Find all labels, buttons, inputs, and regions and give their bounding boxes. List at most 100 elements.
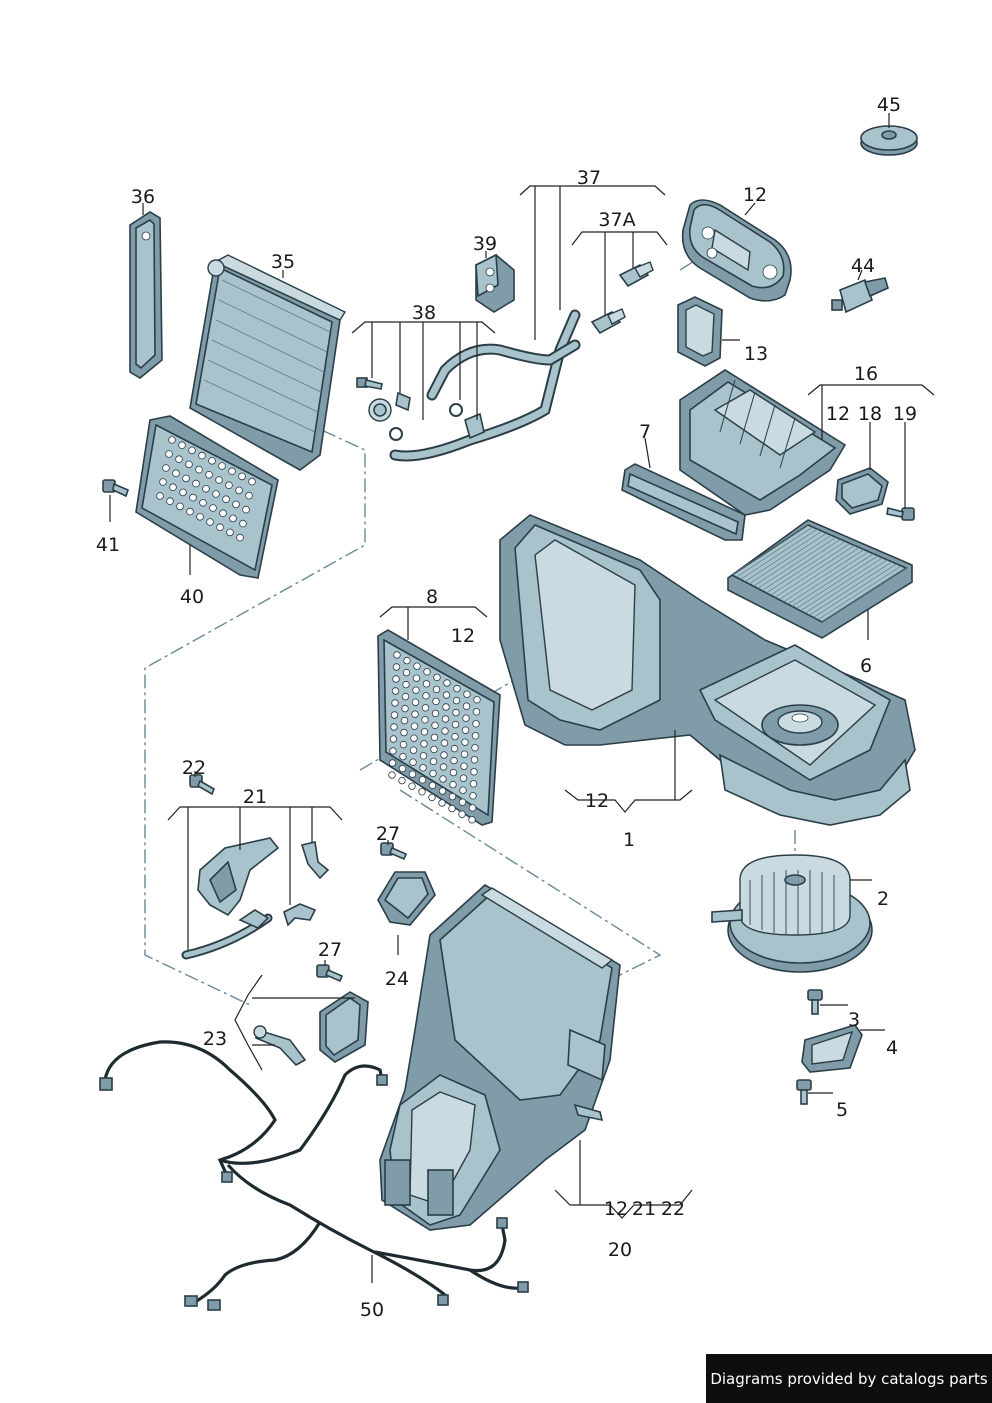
part-39-clip[interactable] [475, 253, 515, 313]
grille-hole [472, 720, 480, 728]
part-7-seal[interactable] [621, 463, 746, 541]
part-24-actuator[interactable] [377, 871, 436, 926]
grille-hole [443, 679, 451, 687]
part-19-screw[interactable] [886, 507, 915, 521]
callout-labels: 45 37 12 36 35 37A 39 44 38 13 16 12 18 … [96, 94, 917, 1321]
label-12: 12 [743, 184, 767, 206]
grille-hole [418, 776, 427, 784]
label-16: 16 [854, 363, 878, 385]
part-40-cover-plate[interactable] [135, 415, 279, 579]
label-50: 50 [360, 1299, 384, 1321]
part-50-wiring-harness[interactable] [99, 1040, 529, 1311]
label-22: 22 [661, 1198, 685, 1220]
grille-hole [469, 780, 478, 788]
grille-hole [458, 810, 466, 818]
part-38-coolant-pipes[interactable] [356, 309, 581, 462]
label-39: 39 [473, 233, 497, 255]
grille-hole [420, 728, 429, 736]
grille-hole [441, 715, 450, 723]
part-18-actuator[interactable] [835, 467, 889, 515]
grille-hole [182, 474, 190, 483]
grille-hole [209, 504, 217, 512]
grille-hole [169, 483, 177, 492]
grille-hole [408, 782, 416, 790]
filter-rib [736, 526, 813, 578]
part-27-screw-a[interactable] [380, 842, 408, 861]
label-12: 12 [451, 625, 475, 647]
part-37a-connectors[interactable] [590, 261, 654, 335]
part-4-resistor[interactable] [801, 1024, 863, 1073]
part-13-gasket[interactable] [677, 296, 723, 367]
part-23-actuator[interactable] [253, 991, 369, 1067]
part-36-bracket[interactable] [129, 211, 163, 379]
label-12: 12 [604, 1198, 628, 1220]
grille-hole [389, 735, 398, 743]
grille-hole [421, 716, 429, 724]
part-5-screw[interactable] [796, 1079, 812, 1105]
grille-hole [468, 804, 477, 812]
part-1-hvac-housing[interactable] [499, 514, 916, 826]
grille-hole [438, 799, 446, 807]
grille-hole [202, 484, 210, 493]
label-40: 40 [180, 586, 204, 608]
filter-rib [753, 534, 832, 587]
label-27: 27 [318, 939, 342, 961]
grille-hole [226, 528, 234, 537]
grille-hole [429, 757, 438, 766]
part-3-screw[interactable] [807, 989, 823, 1015]
grille-hole [433, 673, 441, 682]
grille-hole [216, 523, 224, 531]
grille-hole [198, 451, 206, 460]
grille-hole [448, 792, 457, 801]
label-7: 7 [639, 421, 651, 443]
part-45-washer[interactable] [860, 125, 918, 156]
part-21-linkage[interactable] [181, 837, 330, 960]
grille-hole [196, 512, 204, 521]
filter-rib [783, 549, 865, 603]
filter-rib [761, 539, 841, 591]
grille-hole [186, 507, 194, 516]
grille-hole [413, 662, 421, 670]
label-21: 21 [243, 786, 267, 808]
part-12-seal-plate[interactable] [681, 199, 792, 302]
grille-hole [235, 486, 243, 495]
part-16-duct-housing[interactable] [679, 369, 847, 516]
grille-hole [199, 498, 207, 507]
label-37a: 37A [598, 209, 635, 231]
grille-hole [441, 727, 449, 735]
part-27-screw-b[interactable] [316, 964, 344, 983]
label-1: 1 [623, 829, 635, 851]
grille-hole [212, 490, 220, 498]
filter-rib [774, 545, 855, 598]
label-19: 19 [893, 403, 917, 425]
label-44: 44 [851, 255, 875, 277]
grille-hole [452, 696, 461, 705]
grille-hole [461, 726, 470, 734]
grille-hole [462, 714, 470, 722]
part-8-evaporator[interactable] [377, 629, 501, 826]
grille-hole [440, 739, 449, 747]
grille-hole [166, 497, 174, 506]
grille-hole [432, 685, 441, 694]
part-41-screw[interactable] [102, 479, 129, 498]
grille-hole [156, 492, 164, 500]
grille-hole [162, 464, 170, 472]
part-22-screw[interactable] [189, 774, 216, 796]
part-6-cabin-filter[interactable] [727, 519, 913, 639]
grille-hole [430, 733, 439, 742]
grille-hole [185, 460, 193, 469]
label-35: 35 [271, 251, 295, 273]
grille-hole [423, 668, 431, 676]
grille-hole [468, 816, 476, 824]
part-20-distribution-housing[interactable] [379, 884, 621, 1231]
grille-hole [219, 509, 227, 518]
grille-hole [431, 709, 440, 718]
label-18: 18 [858, 403, 882, 425]
grille-hole [448, 804, 456, 813]
grille-hole [410, 734, 418, 742]
grille-hole [242, 505, 250, 514]
part-44-sensor[interactable] [831, 277, 889, 314]
part-35-heater-core[interactable] [189, 254, 347, 471]
part-2-blower-motor[interactable] [711, 854, 873, 973]
